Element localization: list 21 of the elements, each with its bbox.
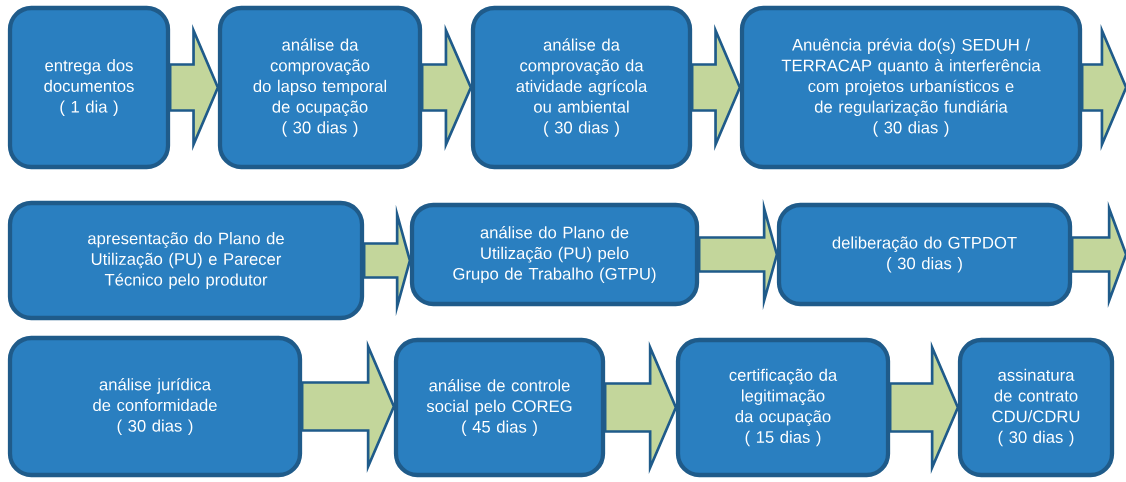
block-arrow: [1070, 201, 1126, 308]
process-box: análise do Plano de Utilização (PU) pelo Grupo de Trabalho (GTPU): [409, 202, 700, 307]
process-box: análise de controle social pelo COREG ( 45 dias ): [393, 337, 606, 478]
process-box: apresentação do Plano de Utilização (PU) e Parecer Técnico pelo produtor: [7, 200, 365, 321]
block-arrow: [300, 340, 396, 473]
process-box: certificação da legitimação da ocupação ( 15 dias ): [675, 337, 891, 478]
process-box: análise da comprovação da atividade agrícola ou ambiental ( 30 dias ): [470, 5, 693, 170]
process-box: análise da comprovação do lapso temporal de ocupação ( 30 dias ): [217, 5, 423, 170]
process-box: análise jurídica de conformidade ( 30 dias ): [7, 335, 303, 478]
process-box: deliberação do GTPDOT ( 30 dias ): [776, 202, 1073, 307]
block-arrow: [362, 204, 412, 317]
process-box: Anuência prévia do(s) SEDUH / TERRACAP quanto à interferência com projetos urbanísticos e de regularização fundiária ( 30 dias ): [739, 5, 1083, 170]
process-box: entrega dos documentos ( 1 dia ): [7, 5, 171, 170]
block-arrow: [420, 24, 473, 151]
block-arrow: [603, 341, 678, 474]
block-arrow: [1080, 23, 1126, 152]
block-arrow: [888, 341, 960, 474]
block-arrow: [168, 23, 220, 152]
block-arrow: [690, 23, 742, 152]
block-arrow: [697, 198, 779, 311]
process-box: assinatura de contrato CDU/CDRU ( 30 dias ): [957, 337, 1115, 478]
